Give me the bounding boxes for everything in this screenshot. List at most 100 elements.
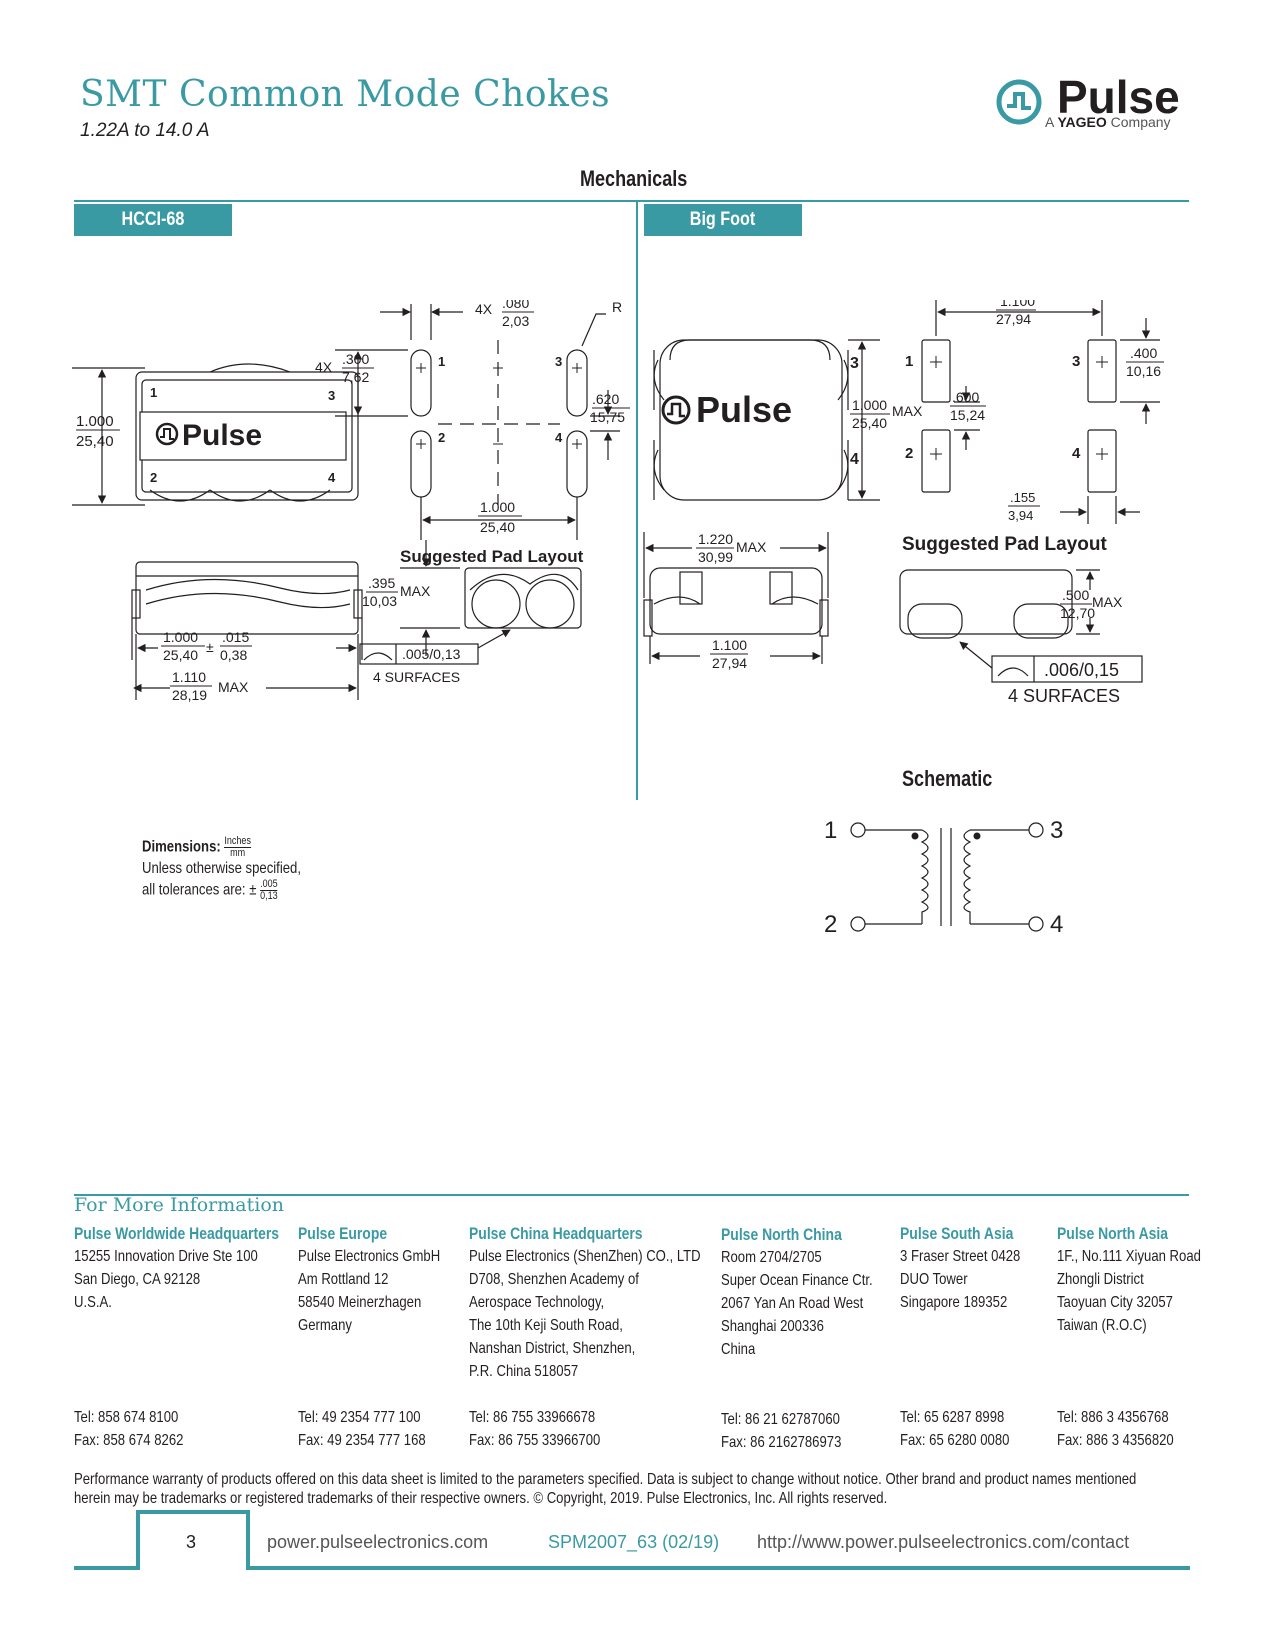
office-tel: Tel: 65 6287 8998 (900, 1409, 1005, 1426)
pulse-logo-icon (996, 79, 1042, 125)
bigfoot-height-in: 1.000 (852, 397, 887, 413)
schematic-pin-4: 4 (1050, 911, 1063, 938)
office-north-china: Pulse North China Room 2704/2705 Super O… (721, 1223, 873, 1361)
logo-tagline: A YAGEO Company (1045, 114, 1171, 130)
schematic-pin-2: 2 (824, 911, 837, 938)
hcci-r-label: R (612, 300, 622, 315)
bigfoot-mechanical-drawing: Pulse 1 2 3 4 1.000 25,40 MAX 1 3 2 4 1 (643, 300, 1164, 706)
office-line: 3 Fraser Street 0428 (900, 1248, 1021, 1265)
hcci-pad-gap-in: .620 (592, 391, 619, 407)
bigfoot-height-mm: 25,40 (852, 415, 887, 431)
hcci-pm: ± (206, 639, 214, 655)
hcci-pad-h-mult: 4X (315, 359, 333, 375)
office-line: Pulse Electronics (ShenZhen) CO., LTD (469, 1248, 701, 1265)
hcci-pad-w-mm: 2,03 (502, 313, 529, 329)
hcci-pin-3: 3 (328, 388, 335, 403)
office-china-hq: Pulse China Headquarters Pulse Electroni… (469, 1222, 701, 1383)
schematic-terminal-2 (850, 916, 866, 932)
mechanicals-rule (74, 200, 1189, 202)
hcci-pad-w-in: .080 (502, 300, 529, 311)
office-name: Pulse China Headquarters (469, 1224, 643, 1243)
hcci-mechanical-drawing: Pulse 1 2 3 4 1.000 25,40 4X (72, 300, 630, 703)
bigfoot-base-mm: 27,94 (712, 655, 747, 671)
hcci-side-in: 1.000 (163, 629, 198, 645)
office-line: Super Ocean Finance Ctr. (721, 1272, 873, 1289)
hcci-side-tol-mm: 0,38 (220, 647, 247, 663)
hcci-total-max: MAX (218, 679, 249, 695)
bigfoot-pad-pin-2: 2 (905, 445, 913, 462)
hcci-pitch-in: 1.000 (480, 499, 515, 515)
hcci-pin-4: 4 (328, 470, 336, 485)
office-line: China (721, 1341, 756, 1358)
bigfoot-pad-w-in: .155 (1010, 490, 1035, 505)
hcci-logo-text: Pulse (182, 419, 262, 452)
hcci-height-in: 1.000 (76, 413, 114, 430)
footer-doc-id: SPM2007_63 (02/19) (548, 1532, 720, 1552)
hcci-pad-h-mm: 7,62 (342, 369, 369, 385)
office-line: Singapore 189352 (900, 1294, 1008, 1311)
bigfoot-pad-pin-1: 1 (905, 353, 913, 370)
schematic-coil-right (963, 829, 972, 924)
hcci-side-mm: 25,40 (163, 647, 198, 663)
footer-contact-link[interactable]: http://www.power.pulseelectronics.com/co… (757, 1532, 1130, 1552)
office-europe: Pulse Europe Pulse Electronics GmbH Am R… (298, 1222, 440, 1337)
office-name: Pulse South Asia (900, 1224, 1014, 1243)
bigfoot-pitch-in: 1.100 (1000, 300, 1035, 309)
office-name: Pulse North Asia (1057, 1224, 1169, 1243)
section-divider (636, 200, 638, 800)
bigfoot-base-in: 1.100 (712, 637, 747, 653)
hcci-pin-2: 2 (150, 470, 157, 485)
office-name: Pulse North China (721, 1225, 842, 1244)
office-line: P.R. China 518057 (469, 1363, 579, 1380)
office-line: Am Rottland 12 (298, 1271, 389, 1288)
bigfoot-top-logo: Pulse (661, 389, 792, 430)
office-line: San Diego, CA 92128 (74, 1271, 201, 1288)
tab-hcci-68-label: HCCI-68 (121, 209, 185, 230)
hcci-ht-mm: 10,03 (362, 593, 397, 609)
dimensions-unit-bottom: mm (230, 847, 246, 859)
page-number: 3 (186, 1532, 197, 1552)
office-worldwide: Pulse Worldwide Headquarters 15255 Innov… (74, 1222, 279, 1314)
office-name: Pulse Worldwide Headquarters (74, 1224, 280, 1243)
schematic-pin-1: 1 (824, 817, 837, 844)
bigfoot-pad-layout-title: Suggested Pad Layout (902, 534, 1107, 555)
office-north-asia: Pulse North Asia 1F., No.111 Xiyuan Road… (1057, 1222, 1201, 1337)
office-line: Germany (298, 1317, 352, 1334)
office-name: Pulse Europe (298, 1224, 388, 1243)
hcci-pin-1: 1 (150, 385, 157, 400)
office-fax: Fax: 858 674 8262 (74, 1432, 184, 1449)
office-south-asia: Pulse South Asia 3 Fraser Street 0428 DU… (900, 1222, 1020, 1314)
hcci-pad-pin-3: 3 (555, 354, 562, 369)
office-fax: Fax: 65 6280 0080 (900, 1432, 1010, 1449)
page-subtitle: 1.22A to 14.0 A (80, 120, 210, 141)
logo-tag-brand: YAGEO (1057, 114, 1107, 130)
office-line: The 10th Keji South Road, (469, 1317, 623, 1334)
office-line: Nanshan District, Shenzhen, (469, 1340, 636, 1357)
office-fax: Fax: 49 2354 777 168 (298, 1432, 426, 1449)
office-line: Zhongli District (1057, 1271, 1144, 1288)
office-line: U.S.A. (74, 1294, 112, 1311)
office-line: Room 2704/2705 (721, 1249, 822, 1266)
hcci-pad-pin-2: 2 (438, 430, 445, 445)
office-line: Shanghai 200336 (721, 1318, 824, 1335)
bigfoot-coplanarity: .006/0,15 (1044, 660, 1119, 680)
schematic-dot-left (911, 832, 919, 840)
footer-site-link[interactable]: power.pulseelectronics.com (267, 1532, 489, 1552)
office-tel: Tel: 49 2354 777 100 (298, 1409, 421, 1426)
hcci-surfaces: 4 SURFACES (373, 669, 460, 685)
office-north-china-phones: Tel: 86 21 62787060 Fax: 86 2162786973 (721, 1408, 841, 1454)
bigfoot-height-max: MAX (892, 403, 923, 419)
bigfoot-pad-pin-3: 3 (1072, 353, 1080, 370)
bigfoot-surfaces: 4 SURFACES (1008, 686, 1120, 706)
hcci-coplanarity: .005/0,13 (402, 646, 461, 662)
dimensions-note: Dimensions: Inches mm Unless otherwise s… (142, 836, 301, 902)
hcci-height-mm: 25,40 (76, 433, 114, 450)
office-line: DUO Tower (900, 1271, 968, 1288)
office-line: 15255 Innovation Drive Ste 100 (74, 1248, 258, 1265)
office-south-asia-phones: Tel: 65 6287 8998 Fax: 65 6280 0080 (900, 1406, 1009, 1452)
bigfoot-pin-4: 4 (850, 451, 859, 468)
schematic-terminal-3 (1028, 822, 1044, 838)
logo-tag-a: A (1045, 114, 1054, 130)
bigfoot-gap-in: .600 (952, 389, 979, 405)
dimensions-unit-top: Inches (224, 835, 251, 848)
